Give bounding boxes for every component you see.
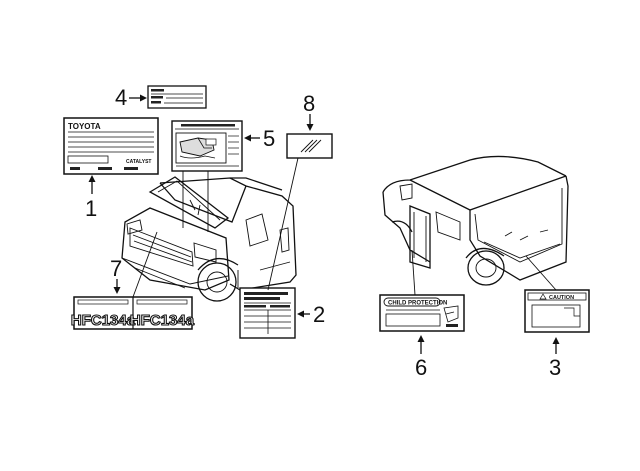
- child-protection-text: CHILD PROTECTION: [388, 301, 447, 307]
- callout-number-7: 7: [110, 256, 122, 281]
- callout-8: 8: [303, 91, 315, 131]
- label-6[interactable]: CHILD PROTECTION: [379, 294, 465, 332]
- refrigerant-text-right: HFC134a: [130, 312, 195, 329]
- warning-triangle-icon: [539, 293, 547, 300]
- rear-vehicle-illustration: [382, 155, 569, 286]
- vin-brand-text: TOYOTA: [68, 122, 101, 131]
- label-4[interactable]: [147, 85, 207, 109]
- callout-number-4: 4: [115, 85, 127, 110]
- callout-1: 1: [85, 175, 97, 221]
- label-3[interactable]: CAUTION: [524, 289, 590, 333]
- callout-4: 4: [115, 85, 147, 110]
- label-7[interactable]: HFC134a HFC134a: [70, 296, 195, 330]
- callout-7: 7: [110, 256, 122, 294]
- callout-number-8: 8: [303, 91, 315, 116]
- refrigerant-text-left: HFC134a: [71, 312, 136, 329]
- label-5[interactable]: [171, 120, 243, 172]
- callout-3: 3: [549, 337, 561, 380]
- callout-number-3: 3: [549, 355, 561, 380]
- caution-text: CAUTION: [549, 295, 574, 301]
- front-vehicle-illustration: [121, 176, 297, 302]
- label-8[interactable]: [286, 133, 333, 159]
- callout-6: 6: [415, 335, 427, 380]
- callout-number-6: 6: [415, 355, 427, 380]
- vin-catalyst-text: CATALYST: [126, 159, 151, 165]
- callout-number-2: 2: [313, 302, 325, 327]
- callout-5: 5: [244, 126, 275, 151]
- label-1[interactable]: TOYOTA CATALYST: [63, 117, 159, 175]
- label-2[interactable]: [239, 287, 296, 339]
- callout-number-1: 1: [85, 196, 97, 221]
- callout-2: 2: [297, 302, 325, 327]
- leader-lines: [132, 157, 557, 298]
- callout-number-5: 5: [263, 126, 275, 151]
